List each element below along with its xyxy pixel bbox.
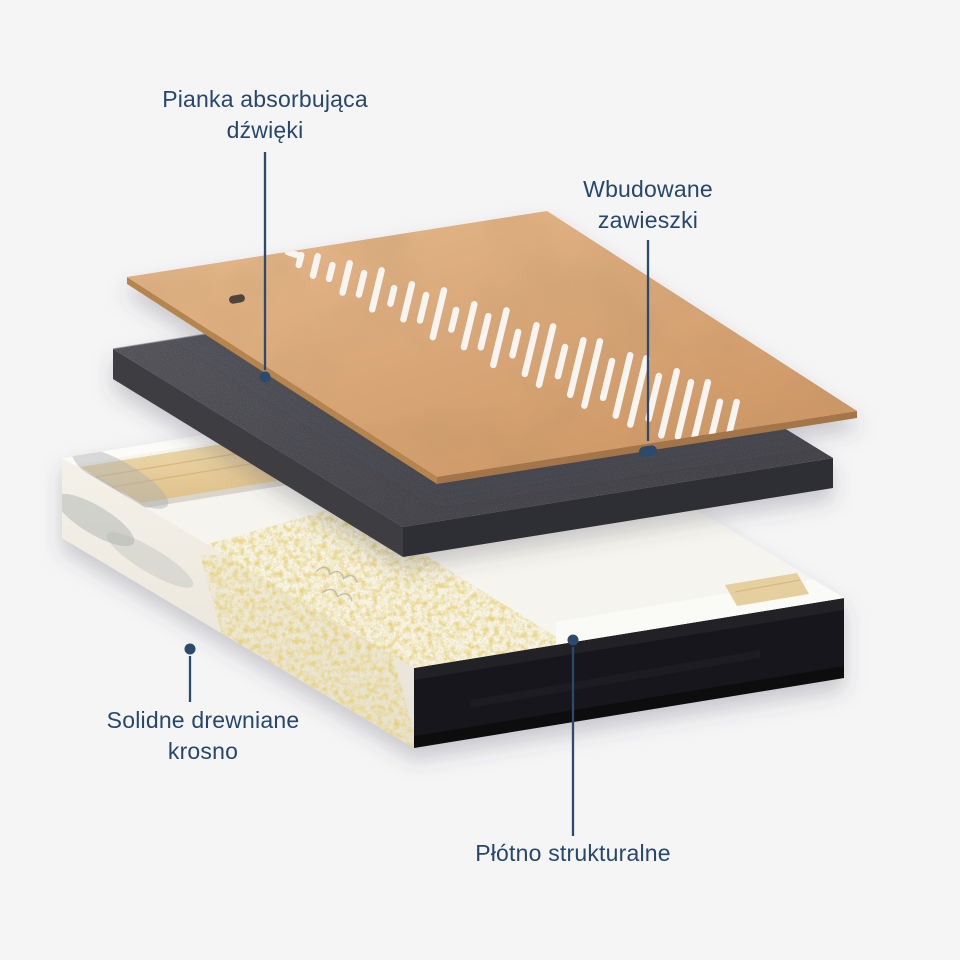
label-wooden-stretcher: Solidne drewniane krosno xyxy=(106,707,300,764)
wave-slot xyxy=(325,261,336,283)
wave-slot xyxy=(339,260,353,296)
wave-slot xyxy=(612,352,634,419)
board-edge-left xyxy=(127,277,437,484)
wave-slot xyxy=(674,378,695,440)
hanger-slot xyxy=(229,294,245,304)
board-texture xyxy=(127,211,857,477)
marble-texture xyxy=(71,447,169,509)
marble-texture xyxy=(106,532,194,588)
canvas-side-right-sheen xyxy=(470,650,760,708)
canvas-side-right-base-shadow xyxy=(414,666,844,748)
wave-slot xyxy=(645,372,663,423)
wave-slot xyxy=(460,301,478,351)
wave-slot xyxy=(521,322,540,378)
wave-slot xyxy=(416,291,430,324)
wood-grain-line xyxy=(734,579,801,593)
wave-slot xyxy=(535,323,557,388)
wave-slot xyxy=(627,355,650,428)
glitter-band-top xyxy=(205,505,665,668)
wave-slot xyxy=(368,267,385,313)
wave-slot xyxy=(658,368,681,439)
wave-slot xyxy=(581,338,604,409)
wave-slot xyxy=(554,343,569,380)
pointer-dot-hangers xyxy=(639,445,657,457)
leader-lines xyxy=(184,152,657,836)
wave-slot xyxy=(566,337,587,398)
pointer-dot-canvas xyxy=(567,634,579,646)
wave-slot xyxy=(477,312,492,351)
wave-slot xyxy=(599,357,616,402)
wave-accent-dash xyxy=(284,248,301,259)
decorative-script xyxy=(315,566,358,602)
foam-side-right xyxy=(403,458,833,557)
wave-slot xyxy=(387,284,398,307)
wave-slot xyxy=(448,306,460,333)
foam-side-left xyxy=(113,349,403,557)
wave-slot xyxy=(400,281,416,323)
stretcher-bar-shadow xyxy=(140,474,324,508)
wave-slot xyxy=(309,253,321,279)
wave-slot xyxy=(509,328,522,359)
pointer-dot-frame xyxy=(184,643,196,655)
pointer-dot-foam xyxy=(259,371,271,383)
label-structural-canvas: Płótno strukturalne xyxy=(475,840,671,866)
label-sound-absorbing-foam: Pianka absorbująca dźwięki xyxy=(162,86,368,143)
wave-slot xyxy=(490,307,510,369)
wave-slot xyxy=(429,287,448,341)
perforated-board-layer xyxy=(127,211,857,484)
canvas-side-right-sheen xyxy=(414,598,844,680)
label-built-in-hangers: Wbudowane zawieszki xyxy=(583,176,713,233)
stretcher-bar-wood-right xyxy=(725,573,809,606)
wave-slot xyxy=(355,269,368,298)
wave-slot xyxy=(295,251,305,269)
